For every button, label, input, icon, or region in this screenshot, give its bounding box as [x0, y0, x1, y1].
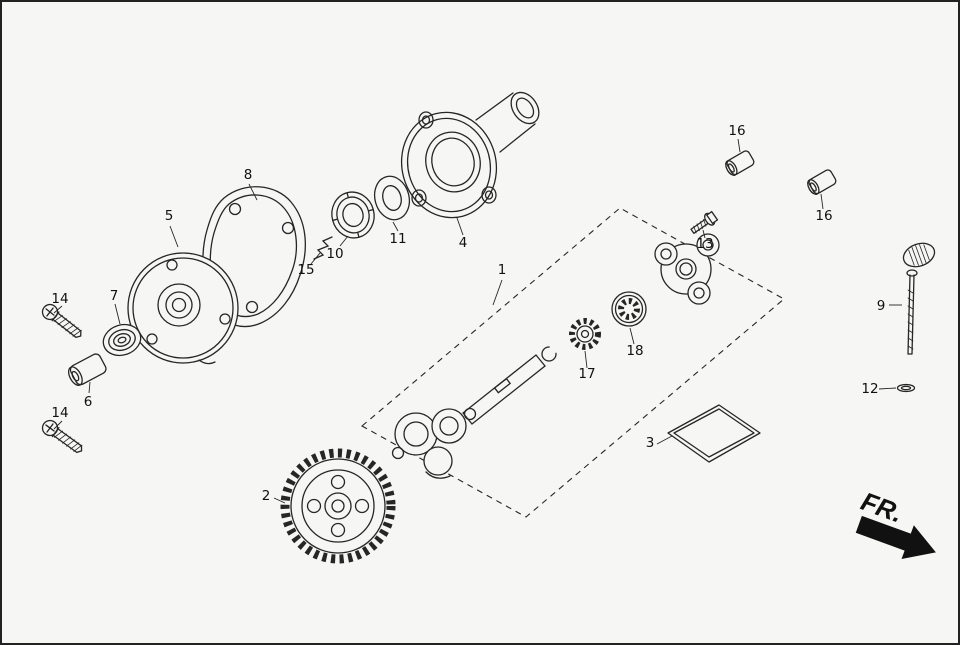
part-16-dowel-pin-top: [725, 150, 755, 176]
part-label-13: 13: [696, 236, 713, 252]
part-10-locknut: [331, 191, 375, 239]
assembly-1-boundary: [361, 207, 785, 518]
part-label-16: 16: [815, 208, 832, 224]
part-label-10: 10: [326, 246, 343, 262]
part-label-18: 18: [626, 343, 643, 359]
part-13-bolt: [690, 210, 719, 234]
part-2-driven-gear: [280, 448, 396, 564]
part-label-2: 2: [262, 488, 271, 504]
part-4-pump-body: [400, 91, 540, 219]
part-1-pump-assembly: [391, 346, 557, 479]
part-7-oil-seal: [102, 323, 142, 357]
part-label-16: 16: [728, 123, 745, 139]
part-label-6: 6: [84, 394, 93, 410]
part-12-washer: [896, 383, 916, 393]
part-label-3: 3: [646, 435, 655, 451]
fr-arrow: [855, 515, 936, 560]
part-label-15: 15: [297, 262, 314, 278]
part-14-screw-top: [41, 303, 82, 338]
part-5-pump-cover: [127, 252, 239, 365]
part-label-5: 5: [165, 208, 174, 224]
part-label-14: 14: [51, 291, 68, 307]
part-15-lock-washer: [313, 236, 333, 260]
part-label-8: 8: [244, 167, 253, 183]
part-9-dipstick: [902, 242, 936, 355]
part-label-17: 17: [578, 366, 595, 382]
part-label-1: 1: [498, 262, 507, 278]
fr-direction-indicator: FR.: [855, 486, 936, 560]
part-3-strainer-screen: [667, 404, 761, 463]
part-16-dowel-pin-right: [807, 169, 837, 195]
part-label-7: 7: [110, 288, 119, 304]
part-label-4: 4: [459, 235, 468, 251]
part-label-11: 11: [389, 231, 406, 247]
part-label-12: 12: [861, 381, 878, 397]
part-17-pump-gear: [569, 318, 601, 350]
part-1-mounting-plate: [654, 233, 720, 305]
part-6-collar-bolt: [67, 353, 107, 386]
leader-lines: [53, 138, 902, 504]
part-14-screw-bottom: [41, 419, 83, 454]
part-label-14: 14: [51, 405, 68, 421]
part-label-9: 9: [877, 298, 886, 314]
part-8-gasket: [202, 186, 306, 328]
part-11-washer: [373, 175, 411, 221]
part-18-pump-rotor: [611, 291, 647, 327]
